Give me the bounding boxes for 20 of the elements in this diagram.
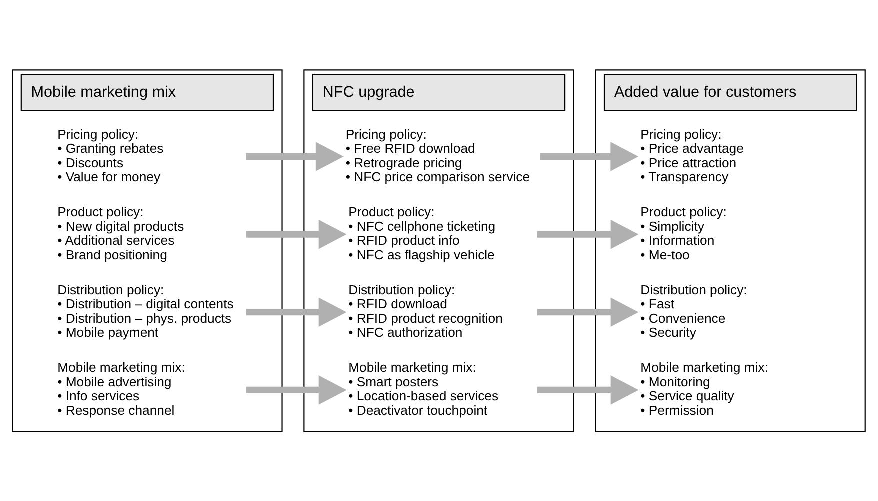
node-text: Mobile marketing mix: • Smart posters • Location-based services • Deactivator touchpoint: [348, 360, 499, 418]
node-text: Distribution policy: • Fast • Convenience • Security: [640, 282, 748, 340]
arrow: [537, 375, 639, 404]
arrow: [537, 219, 639, 249]
arrow: [246, 219, 347, 249]
arrow: [246, 297, 347, 327]
node-text: Product policy: • NFC cellphone ticketing • RFID product info • NFC as flagship vehicle: [348, 204, 496, 262]
node-text: Distribution policy: • Distribution – digital contents • Distribution – phys. products • Mobile payment: [58, 282, 234, 340]
arrow: [540, 142, 639, 171]
arrow: [246, 142, 344, 171]
node-text: Pricing policy: • Granting rebates • Discounts • Value for money: [58, 126, 164, 184]
node-text: Mobile marketing mix: • Monitoring • Service quality • Permission: [640, 360, 768, 418]
node-text: Pricing policy: • Free RFID download • Retrograde pricing • NFC price comparison service: [346, 126, 530, 184]
arrow: [246, 375, 347, 404]
arrow: [537, 297, 639, 327]
node-text: Product policy: • Simplicity • Information • Me-too: [640, 204, 727, 262]
node-text: Product policy: • New digital products • Additional services • Brand positioning: [58, 204, 184, 262]
node-text: Pricing policy: • Price advantage • Price attraction • Transparency: [640, 126, 744, 184]
node-text: Distribution policy: • RFID download • RFID product recognition • NFC authorization: [348, 282, 503, 340]
node-text: Mobile marketing mix: • Mobile advertising • Info services • Response channel: [58, 360, 186, 418]
